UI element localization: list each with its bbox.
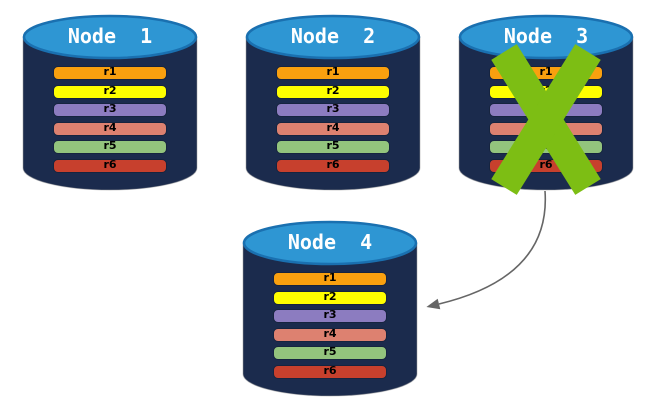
replica-list: r1 r2 r3 r4 r5 r6 [273,272,387,379]
replica-bar-r6: r6 [53,158,167,173]
replica-bar-r4: r4 [276,121,390,136]
replica-bar-r6: r6 [276,158,390,173]
replica-bar-r3: r3 [273,309,387,323]
node-title: Node 3 [503,24,589,48]
replica-list: r1 r2 r3 r4 r5 r6 [276,66,390,173]
replica-bar-r6: r6 [273,364,387,379]
node-title: Node 2 [290,24,376,48]
replica-bar-r1: r1 [273,272,387,286]
replica-bar-r3: r3 [276,103,390,117]
node-2: Node 2 r1 r2 r3 r4 r5 r6 [245,7,421,191]
x-mark-icon [490,44,602,195]
node-title: Node 1 [67,24,153,48]
replica-bar-r4: r4 [273,327,387,342]
replica-bar-r1: r1 [276,66,390,80]
replica-bar-r5: r5 [273,346,387,360]
arrowhead-icon [426,298,441,310]
replica-bar-r2: r2 [276,84,390,99]
replica-bar-r2: r2 [53,84,167,99]
replica-bar-r2: r2 [273,290,387,305]
replica-list: r1 r2 r3 r4 r5 r6 [53,66,167,173]
node-1: Node 1 r1 r2 r3 r4 r5 r6 [22,7,198,191]
replica-bar-r5: r5 [53,140,167,154]
replica-bar-r4: r4 [53,121,167,136]
node-3: Node 3 r1 r2 r3 r4 r5 r6 [458,7,634,195]
node-title: Node 4 [287,230,373,254]
replica-bar-r5: r5 [276,140,390,154]
replica-bar-r1: r1 [53,66,167,80]
node-4: Node 4 r1 r2 r3 r4 r5 r6 [242,213,418,397]
replica-bar-r3: r3 [53,103,167,117]
